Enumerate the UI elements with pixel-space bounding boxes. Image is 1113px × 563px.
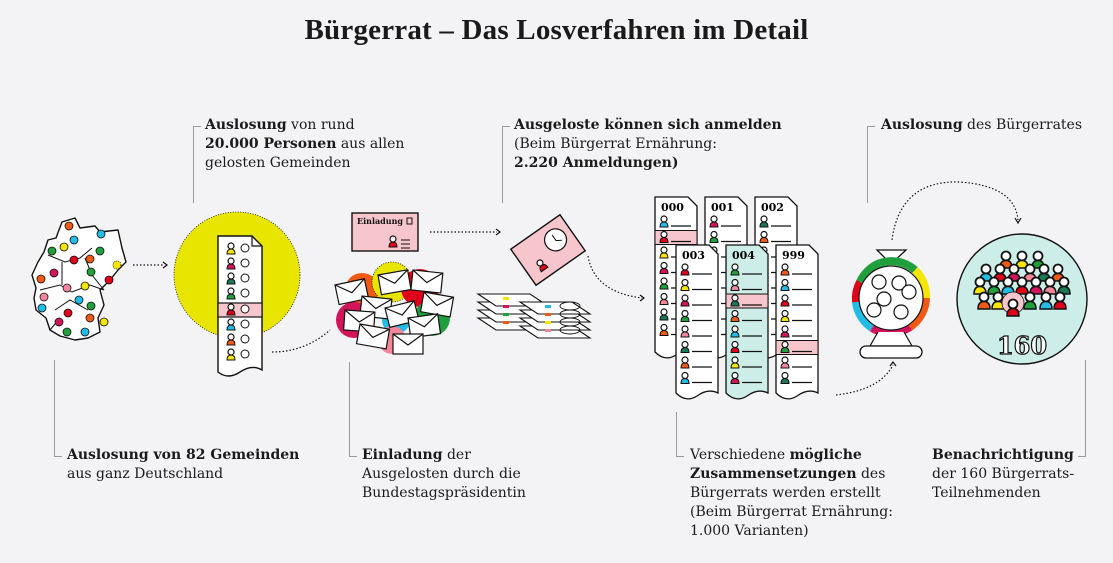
caption-draw-bold: Auslosung	[881, 117, 963, 133]
caption-compositions-text-5: 1.000 Varianten)	[690, 523, 809, 539]
selection-list-icon	[173, 211, 301, 377]
sheet-label: 002	[761, 201, 784, 214]
caption-persons-bold-1: Auslosung	[205, 117, 287, 133]
caption-municipalities-bold: Auslosung von 82 Gemeinden	[67, 447, 300, 463]
caption-notification-text-3: Teilnehmenden	[932, 485, 1041, 501]
sheet-label: 004	[732, 249, 755, 262]
caption-invitation-text-2: Ausgelosten durch die	[362, 466, 521, 482]
caption-compositions-bold-2: Zusammensetzungen	[690, 466, 857, 482]
caption-municipalities: Auslosung von 82 Gemeinden aus ganz Deut…	[67, 446, 299, 484]
page-title: Bürgerrat – Das Losverfahren im Detail	[304, 14, 809, 46]
leader-line-compositions	[676, 412, 684, 457]
invitation-card-label: Einladung	[357, 216, 403, 226]
leader-line-registration	[502, 126, 510, 203]
envelopes-icon	[334, 261, 455, 355]
caption-invitation-text-3: Bundestagspräsidentin	[362, 485, 526, 501]
sheet-label: 000	[661, 201, 684, 214]
composition-sheet-003: 003	[675, 244, 719, 400]
caption-persons-bold-2: 20.000 Personen	[205, 136, 337, 152]
caption-invitation-bold: Einladung	[362, 447, 443, 463]
composition-sheet-004: 004	[725, 244, 769, 400]
germany-map-icon	[31, 217, 127, 341]
caption-draw-text: des Bürgerrates	[962, 117, 1083, 133]
caption-notification-bold: Benachrichtigung	[932, 447, 1074, 463]
registration-forms-icon	[476, 213, 592, 339]
caption-persons-text-3: gelosten Gemeinden	[205, 155, 351, 171]
caption-persons-text-2: aus allen	[336, 136, 405, 152]
participant-count: 160	[997, 331, 1047, 360]
caption-persons: Auslosung von rund 20.000 Personen aus a…	[205, 116, 404, 173]
caption-compositions: Verschiedene mögliche Zusammensetzungen …	[690, 446, 893, 541]
caption-invitation-text-1: der	[442, 447, 471, 463]
caption-compositions-text-2: des	[856, 466, 886, 482]
caption-compositions-text-4: (Beim Bürgerrat Ernährung:	[690, 504, 893, 520]
caption-registration-bold-1: Ausgeloste können sich anmelden	[514, 117, 782, 133]
leader-line-invitation	[349, 362, 357, 457]
group-of-people-icon: 160	[956, 233, 1088, 365]
leader-line-municipalities	[54, 360, 62, 457]
dotted-arrow-5	[835, 364, 894, 396]
dotted-arrow-6	[891, 181, 1019, 241]
caption-compositions-text-3: Bürgerrats werden erstellt	[690, 485, 881, 501]
caption-invitation: Einladung der Ausgelosten durch die Bund…	[362, 446, 526, 503]
leader-line-notification	[1078, 360, 1086, 457]
caption-notification-text-2: der 160 Bürgerrats-	[932, 466, 1075, 482]
composition-sheets-icon: 000 001 002 003 004 999	[654, 196, 819, 400]
caption-registration-bold-3: 2.220 Anmeldungen)	[514, 155, 679, 171]
lottery-drum-icon	[851, 249, 931, 359]
dotted-arrow-2	[271, 329, 331, 353]
composition-sheet-999: 999	[775, 244, 819, 400]
caption-registration: Ausgeloste können sich anmelden (Beim Bü…	[514, 116, 782, 173]
caption-compositions-bold-1: mögliche	[789, 447, 862, 463]
leader-line-draw	[867, 126, 875, 203]
caption-notification: Benachrichtigung der 160 Bürgerrats- Tei…	[932, 446, 1074, 503]
caption-persons-text-1: von rund	[286, 117, 355, 133]
leader-line-persons	[193, 126, 201, 203]
sheet-label: 001	[711, 201, 734, 214]
caption-draw: Auslosung des Bürgerrates	[881, 116, 1082, 135]
invitation-card-icon: Einladung	[351, 212, 419, 252]
caption-municipalities-text: aus ganz Deutschland	[67, 466, 224, 482]
sheet-label: 003	[682, 249, 705, 262]
caption-compositions-text-1: Verschiedene	[690, 447, 790, 463]
dotted-arrow-4	[587, 255, 643, 299]
sheet-label: 999	[782, 249, 805, 262]
caption-registration-text-2: (Beim Bürgerrat Ernährung:	[514, 136, 717, 152]
